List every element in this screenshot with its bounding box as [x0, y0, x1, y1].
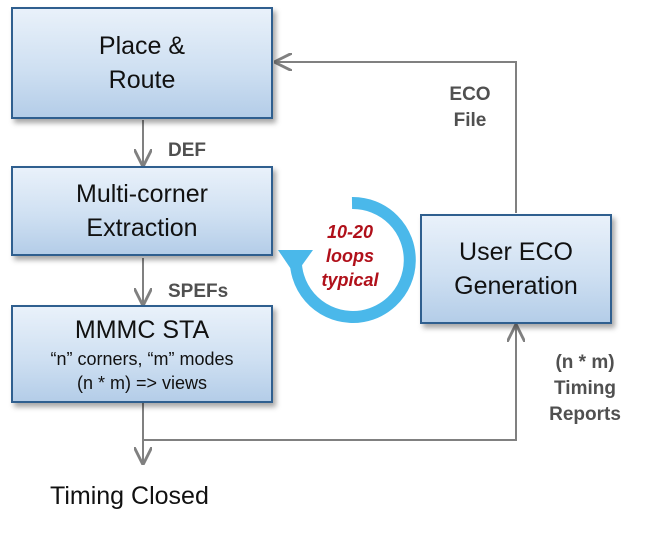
timing-reports-label: (n * m) Timing Reports	[530, 350, 640, 428]
eco-line1: User ECO	[459, 238, 573, 266]
arrow-mmmc-to-eco	[143, 326, 516, 441]
mmmc-line2: (n * m) => views	[76, 373, 208, 393]
loop-line2: loops	[326, 246, 374, 266]
place-route-box: Place & Route	[11, 7, 273, 119]
extraction-box: Multi-corner Extraction	[11, 166, 273, 256]
arrow-eco-to-pr	[276, 62, 517, 213]
eco-file-line1: ECO	[449, 84, 491, 105]
loop-arrow-icon	[278, 196, 416, 323]
eco-box: User ECO Generation	[420, 214, 612, 324]
eco-file-label: ECO File	[430, 82, 510, 134]
mmmc-title: MMMC STA	[74, 316, 210, 344]
loop-line1: 10-20	[326, 222, 374, 242]
place-route-line2: Route	[108, 66, 176, 94]
reports-line3: Reports	[549, 404, 621, 425]
spefs-label: SPEFs	[168, 281, 229, 302]
eco-line2: Generation	[454, 272, 578, 300]
def-label: DEF	[168, 140, 206, 161]
reports-line2: Timing	[554, 378, 616, 399]
mmmc-box: MMMC STA “n” corners, “m” modes (n * m) …	[11, 305, 273, 403]
loop-count-text: 10-20 loops typical	[300, 220, 400, 292]
mmmc-line1: “n” corners, “m” modes	[50, 349, 234, 369]
place-route-line1: Place &	[98, 32, 186, 60]
loop-line3: typical	[321, 270, 379, 290]
eco-file-line2: File	[453, 110, 487, 131]
reports-line1: (n * m)	[555, 352, 615, 373]
extraction-line2: Extraction	[86, 214, 198, 242]
extraction-line1: Multi-corner	[76, 180, 208, 208]
timing-closed-label: Timing Closed	[50, 482, 209, 510]
